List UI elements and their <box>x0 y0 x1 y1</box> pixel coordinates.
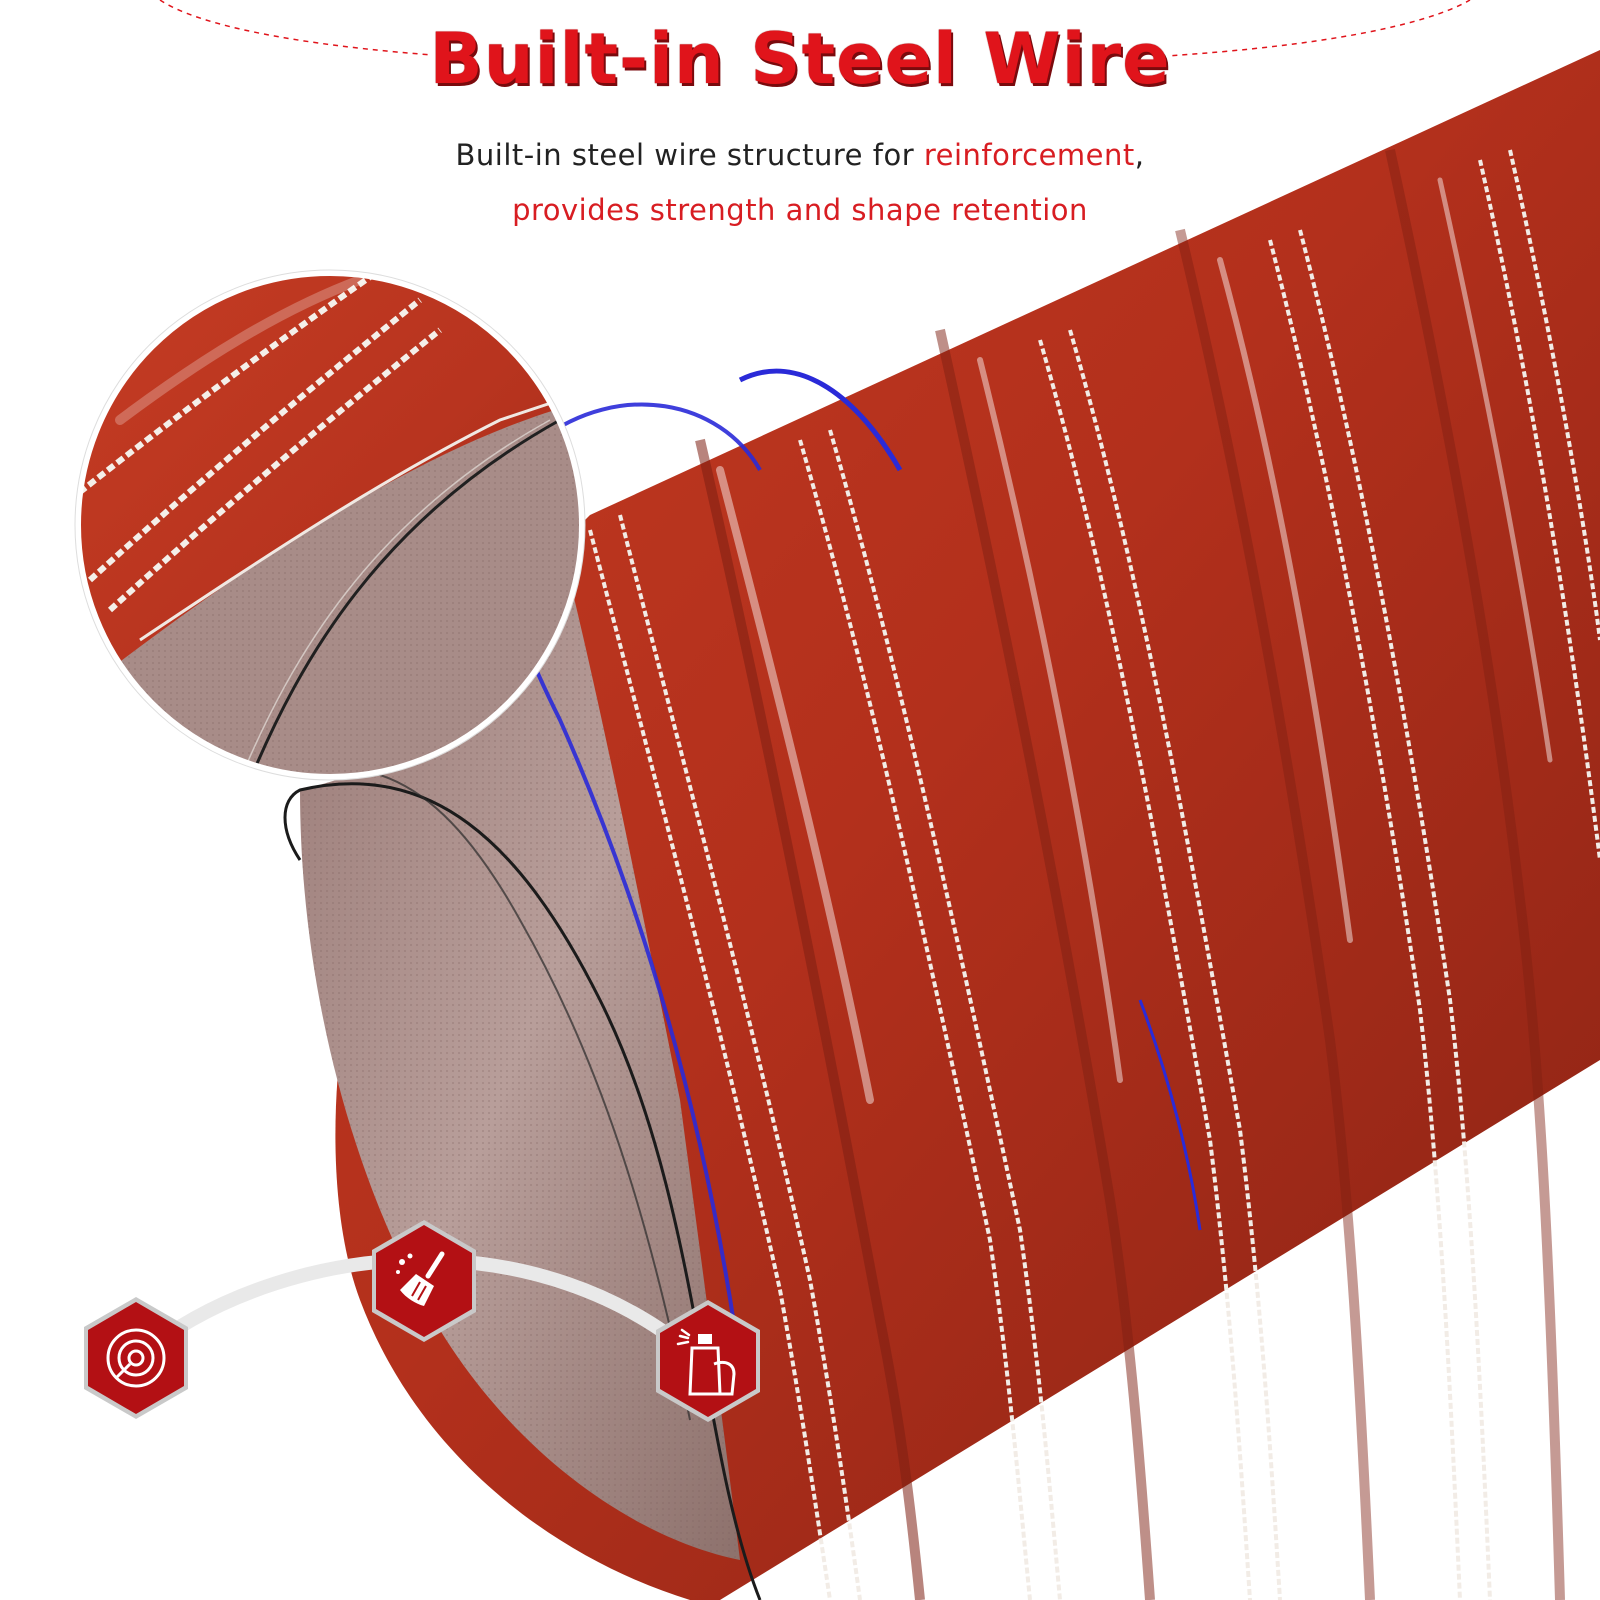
dashed-arc <box>159 0 1471 63</box>
hose-highlights <box>716 177 1553 1104</box>
hose-ribs <box>695 148 1565 1600</box>
radar-target-icon <box>84 1297 188 1419</box>
description-prefix: Built-in steel wire structure for <box>455 138 924 172</box>
description-line-2: provides strength and shape retention <box>512 193 1088 227</box>
cleaning-broom-icon <box>372 1220 476 1342</box>
spray-bottle-icon <box>656 1300 760 1422</box>
zoom-detail-circle <box>74 269 586 781</box>
title-plate <box>430 28 1170 94</box>
description-suffix: , <box>1134 138 1145 172</box>
title-area: Built-in Steel Wire <box>0 0 1600 110</box>
banner-title: Built-in Steel Wire <box>429 18 1171 100</box>
description-highlight: reinforcement <box>923 138 1135 172</box>
steel-wire-spirals <box>588 149 1600 1600</box>
description-line-1: Built-in steel wire structure for reinfo… <box>0 138 1600 172</box>
